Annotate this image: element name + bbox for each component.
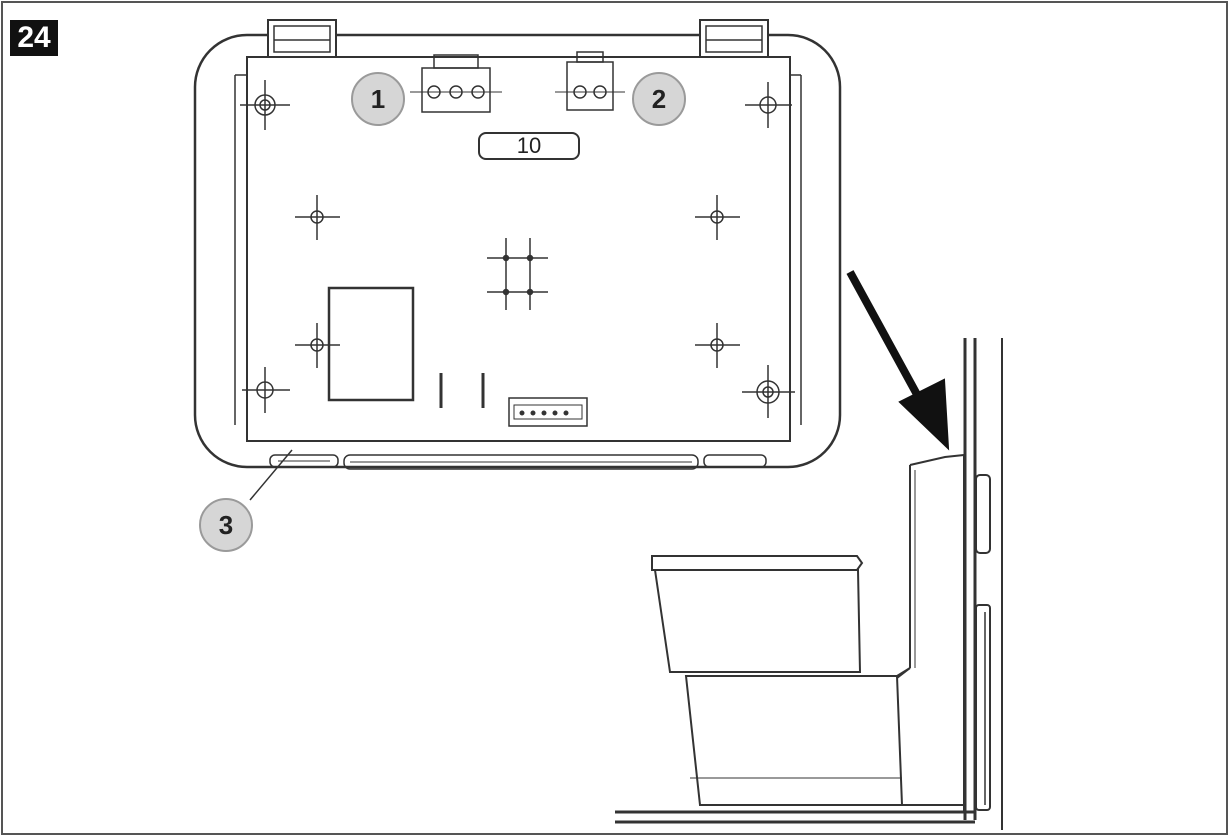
direction-arrow [846, 270, 950, 451]
side-view-wall [963, 338, 1003, 830]
figure-number-badge: 24 [10, 20, 58, 56]
callout-1: 1 [351, 72, 405, 126]
side-view-floor [615, 810, 975, 824]
connector-2 [555, 51, 625, 111]
callout-2: 2 [632, 72, 686, 126]
board-label: 10 [478, 132, 580, 160]
hinge-left [267, 19, 337, 59]
side-view-unit [651, 453, 965, 812]
callout-3-leader [249, 449, 293, 501]
mount-marks [240, 80, 795, 418]
circuit-board [246, 56, 791, 442]
cover-shell [193, 33, 842, 469]
bottom-rails [269, 454, 767, 470]
board-components [327, 286, 588, 427]
callout-3: 3 [199, 498, 253, 552]
connector-1 [410, 54, 502, 113]
hinge-right [699, 19, 769, 59]
